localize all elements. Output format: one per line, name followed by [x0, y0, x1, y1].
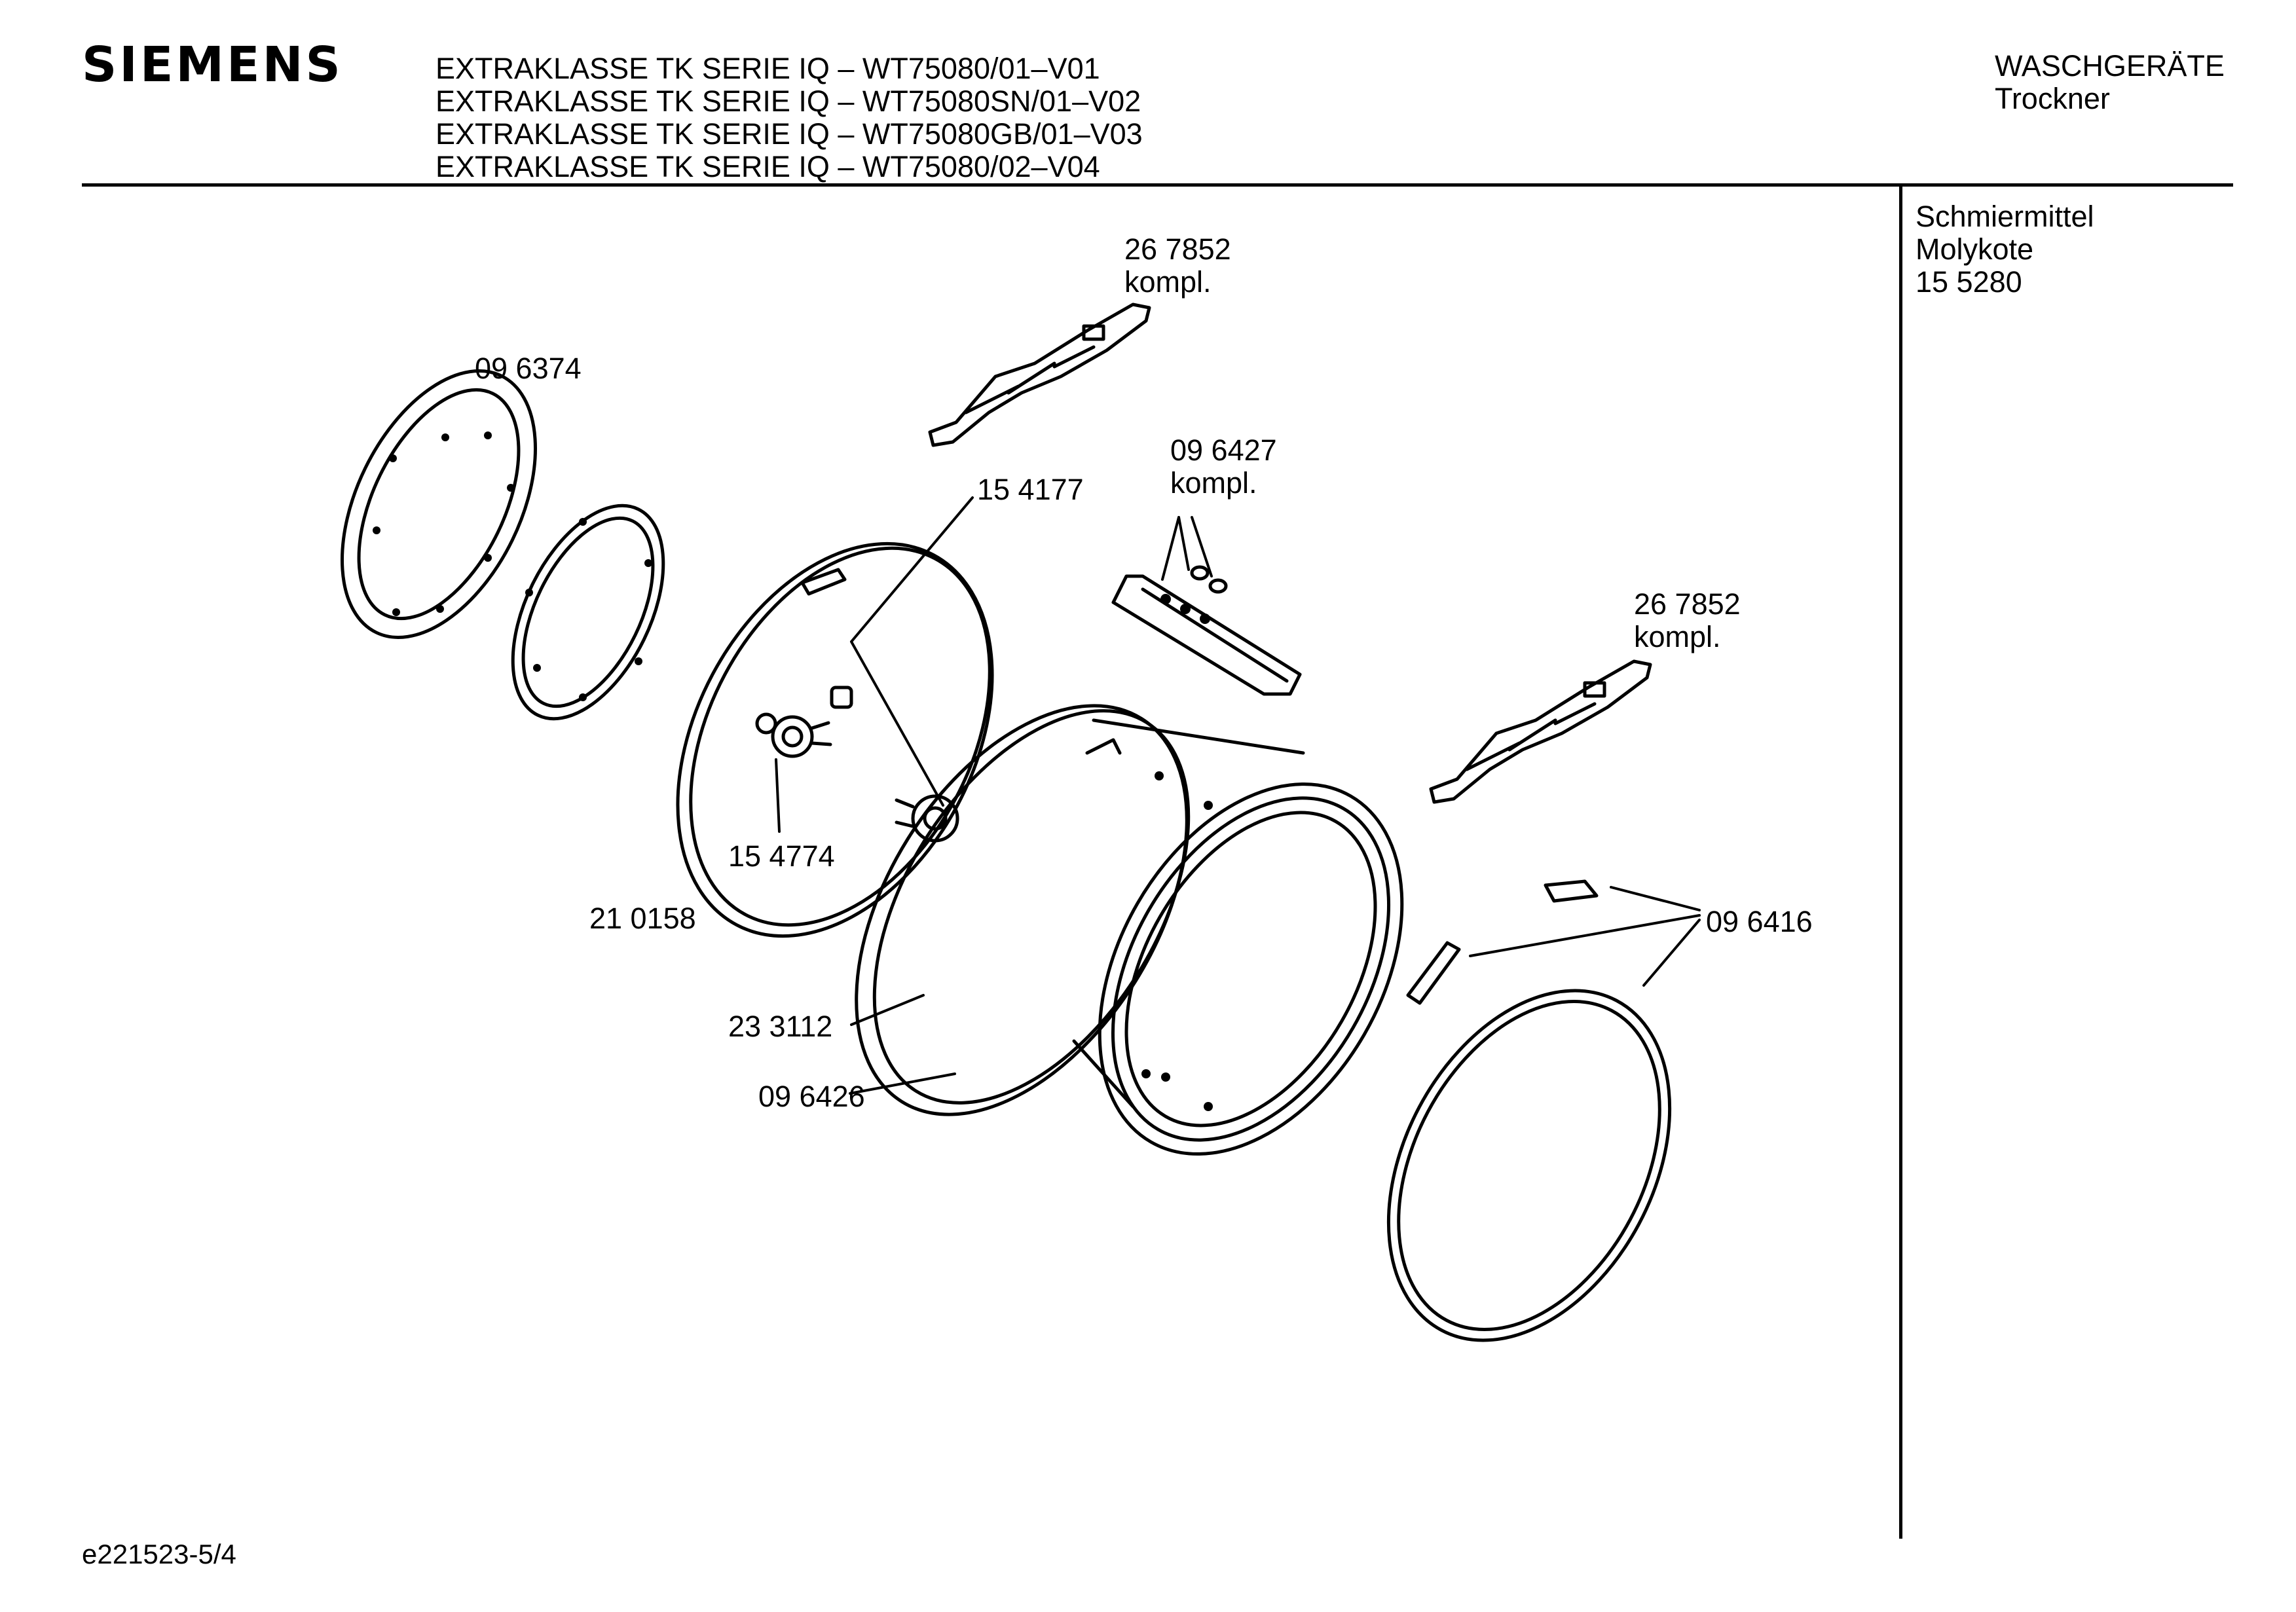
document-id: e221523-5/4 [82, 1539, 236, 1569]
part-label-096427: 09 6427 [1170, 433, 1277, 467]
lubricant-title: Schmiermittel [1916, 200, 2094, 233]
slider-rail-267852-right [1429, 659, 1652, 804]
part-label-096416: 09 6416 [1706, 905, 1813, 938]
front-seal-ring-096416 [1386, 879, 1672, 1342]
model-line-4: EXTRAKLASSE TK SERIE IQ – WT75080/02–V04 [435, 150, 1100, 183]
part-label-267852-right: 26 7852 [1634, 587, 1741, 621]
part-label-096426: 09 6426 [758, 1080, 865, 1113]
model-line-3: EXTRAKLASSE TK SERIE IQ – WT75080GB/01–V… [435, 117, 1143, 151]
leader-lines [775, 496, 1701, 1095]
part-label-154177: 15 4177 [977, 473, 1084, 506]
brand-logo: SIEMENS [82, 37, 343, 93]
slider-rail-267852-top [928, 302, 1151, 447]
part-label-154774: 15 4774 [728, 839, 835, 873]
header-divider [82, 183, 2233, 187]
part-label-096374: 09 6374 [475, 352, 582, 385]
part-label-267852-top: 26 7852 [1124, 232, 1231, 266]
gasket-ring-096374 [341, 369, 537, 639]
seal-ring [511, 504, 665, 721]
lubricant-name: Molykote [1916, 232, 2034, 266]
model-line-2: EXTRAKLASSE TK SERIE IQ – WT75080SN/01–V… [435, 84, 1141, 118]
part-note-267852-right: kompl. [1634, 620, 1721, 653]
part-note-267852-top: kompl. [1124, 265, 1212, 299]
part-label-233112: 23 3112 [728, 1010, 833, 1043]
part-label-210158: 21 0158 [589, 902, 696, 935]
subcategory-label: Trockner [1995, 82, 2110, 115]
drum-body-233112 [855, 704, 1404, 1156]
sidebar-divider [1899, 187, 1902, 1539]
bracket-096427 [1111, 565, 1302, 696]
category-label: WASCHGERÄTE [1995, 49, 2225, 82]
lubricant-part-number: 15 5280 [1916, 265, 2022, 299]
part-note-096427: kompl. [1170, 466, 1257, 500]
model-line-1: EXTRAKLASSE TK SERIE IQ – WT75080/01–V01 [435, 52, 1100, 85]
